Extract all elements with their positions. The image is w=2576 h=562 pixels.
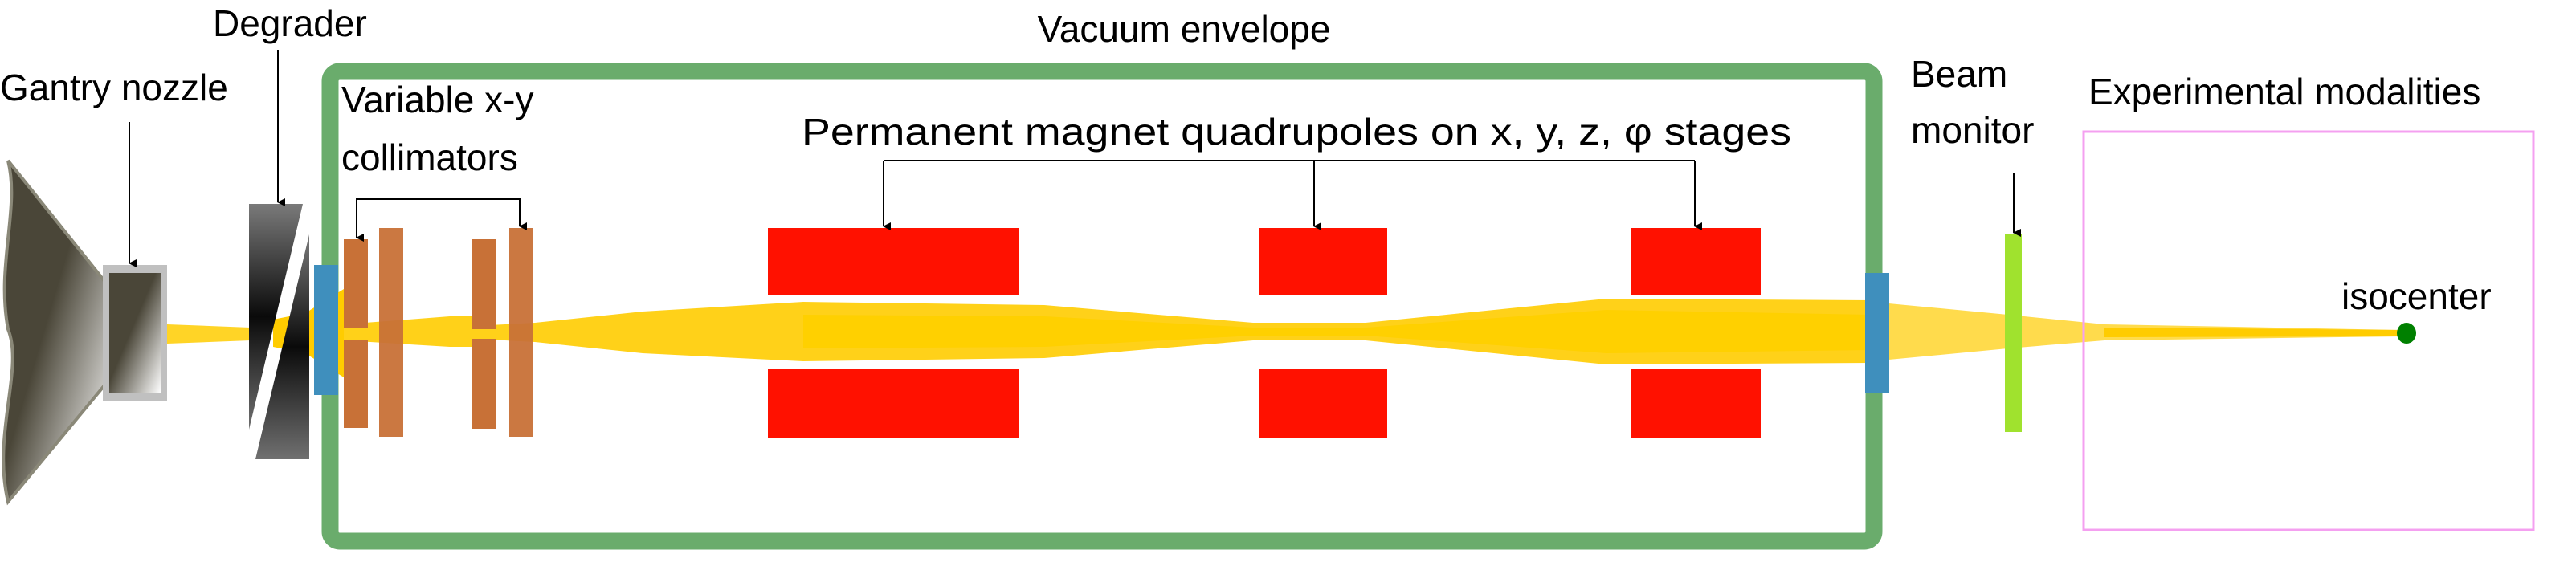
collimators-label-line1: Variable x-y — [341, 79, 533, 120]
proton-beam — [167, 289, 2402, 377]
gantry-nozzle-label: Gantry nozzle — [0, 67, 228, 108]
beam-monitor-label-line1: Beam — [1911, 53, 2007, 95]
degrader — [249, 204, 309, 459]
degrader-label: Degrader — [213, 2, 367, 44]
experimental-modalities-label: Experimental modalities — [2088, 71, 2480, 112]
collimators — [344, 228, 533, 437]
leader-arrows — [129, 50, 2021, 267]
exit-window — [1865, 273, 1889, 393]
gantry-nozzle — [2, 159, 167, 506]
entrance-window — [314, 265, 338, 395]
quadrupoles-label: Permanent magnet quadrupoles on x, y, z,… — [802, 111, 1791, 153]
beam-monitor — [2005, 234, 2022, 432]
quadrupole-magnets — [768, 228, 1761, 438]
isocenter-label: isocenter — [2341, 275, 2492, 317]
collimators-label-line2: collimators — [341, 136, 518, 178]
isocenter-dot — [2397, 323, 2416, 344]
experimental-modalities-box — [2082, 130, 2535, 531]
vacuum-envelope-label: Vacuum envelope — [1038, 8, 1331, 50]
beam-monitor-label-line2: monitor — [1911, 109, 2034, 151]
